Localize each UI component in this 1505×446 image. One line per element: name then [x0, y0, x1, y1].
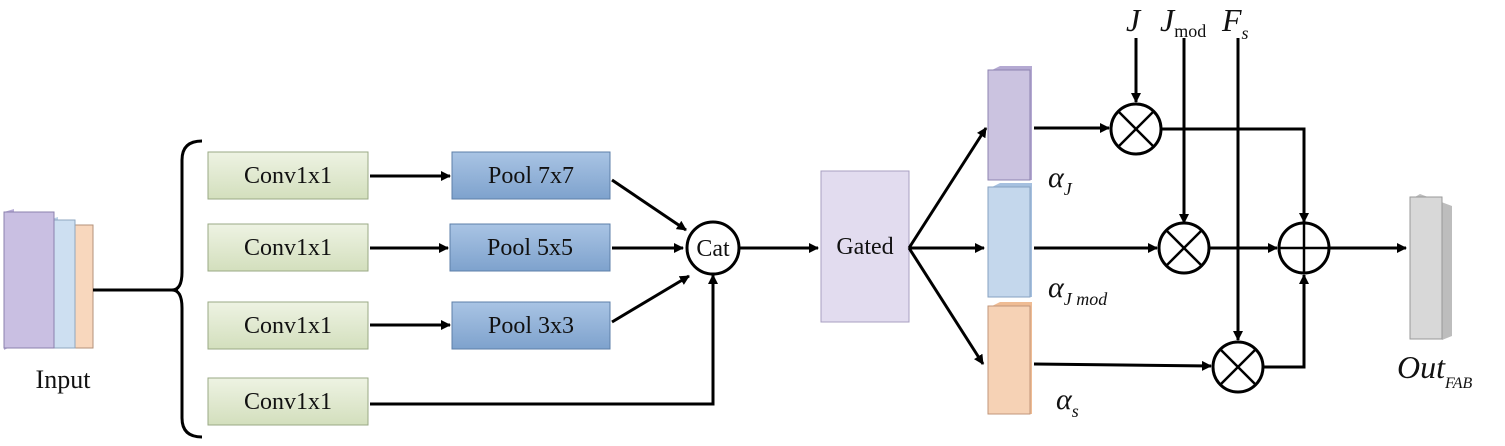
alpha-s-map — [987, 302, 1032, 415]
pool-box-label: Pool 5x5 — [487, 235, 573, 261]
map-to-multiply-arrows — [1033, 123, 1212, 371]
input-label: Input — [36, 365, 92, 394]
cat-label: Cat — [696, 236, 730, 262]
alpha-jmod-map — [987, 183, 1032, 298]
pool-box-3x3: Pool 3x3 — [451, 301, 611, 350]
cat-node: Cat — [685, 220, 741, 276]
pool-box-5x5: Pool 5x5 — [449, 223, 611, 272]
gated-to-maps-arrows — [907, 127, 988, 365]
alpha-jmod-label: αJ mod — [1048, 271, 1108, 309]
conv-to-pool-arrows — [370, 171, 451, 330]
alpha-j-map — [987, 66, 1032, 181]
conv-box-2: Conv1x1 — [207, 223, 369, 272]
pool-box-label: Pool 7x7 — [488, 163, 574, 189]
conv-box-1: Conv1x1 — [207, 151, 369, 200]
output-map — [1409, 194, 1452, 340]
input-feature-maps — [3, 209, 94, 350]
pool-box-7x7: Pool 7x7 — [451, 151, 611, 200]
pool-box-label: Pool 3x3 — [488, 313, 574, 339]
branch-brace — [171, 139, 203, 439]
conv-box-4: Conv1x1 — [207, 377, 369, 426]
pool-to-cat-arrows — [370, 178, 718, 406]
multiply-to-sum-arrows — [1161, 127, 1309, 369]
top-input-arrows — [1131, 38, 1243, 341]
input-jmod-label: Jmod — [1160, 2, 1206, 41]
conv-box-label: Conv1x1 — [244, 235, 332, 261]
multiply-node-jmod — [1157, 221, 1211, 275]
input-fs-label: Fs — [1221, 2, 1249, 43]
gated-label: Gated — [836, 234, 893, 260]
multiply-node-fs — [1211, 340, 1265, 394]
alpha-s-label: αs — [1056, 383, 1079, 421]
conv-box-3: Conv1x1 — [207, 301, 369, 350]
output-label: OutFAB — [1397, 349, 1472, 392]
conv-box-label: Conv1x1 — [244, 163, 332, 189]
multiply-node-j — [1109, 102, 1163, 156]
conv-box-label: Conv1x1 — [244, 313, 332, 339]
sum-node — [1277, 221, 1331, 275]
input-j-label: J — [1126, 2, 1142, 38]
gated-block: Gated — [820, 170, 910, 323]
conv-box-label: Conv1x1 — [244, 389, 332, 415]
alpha-j-label: αJ — [1048, 161, 1073, 199]
